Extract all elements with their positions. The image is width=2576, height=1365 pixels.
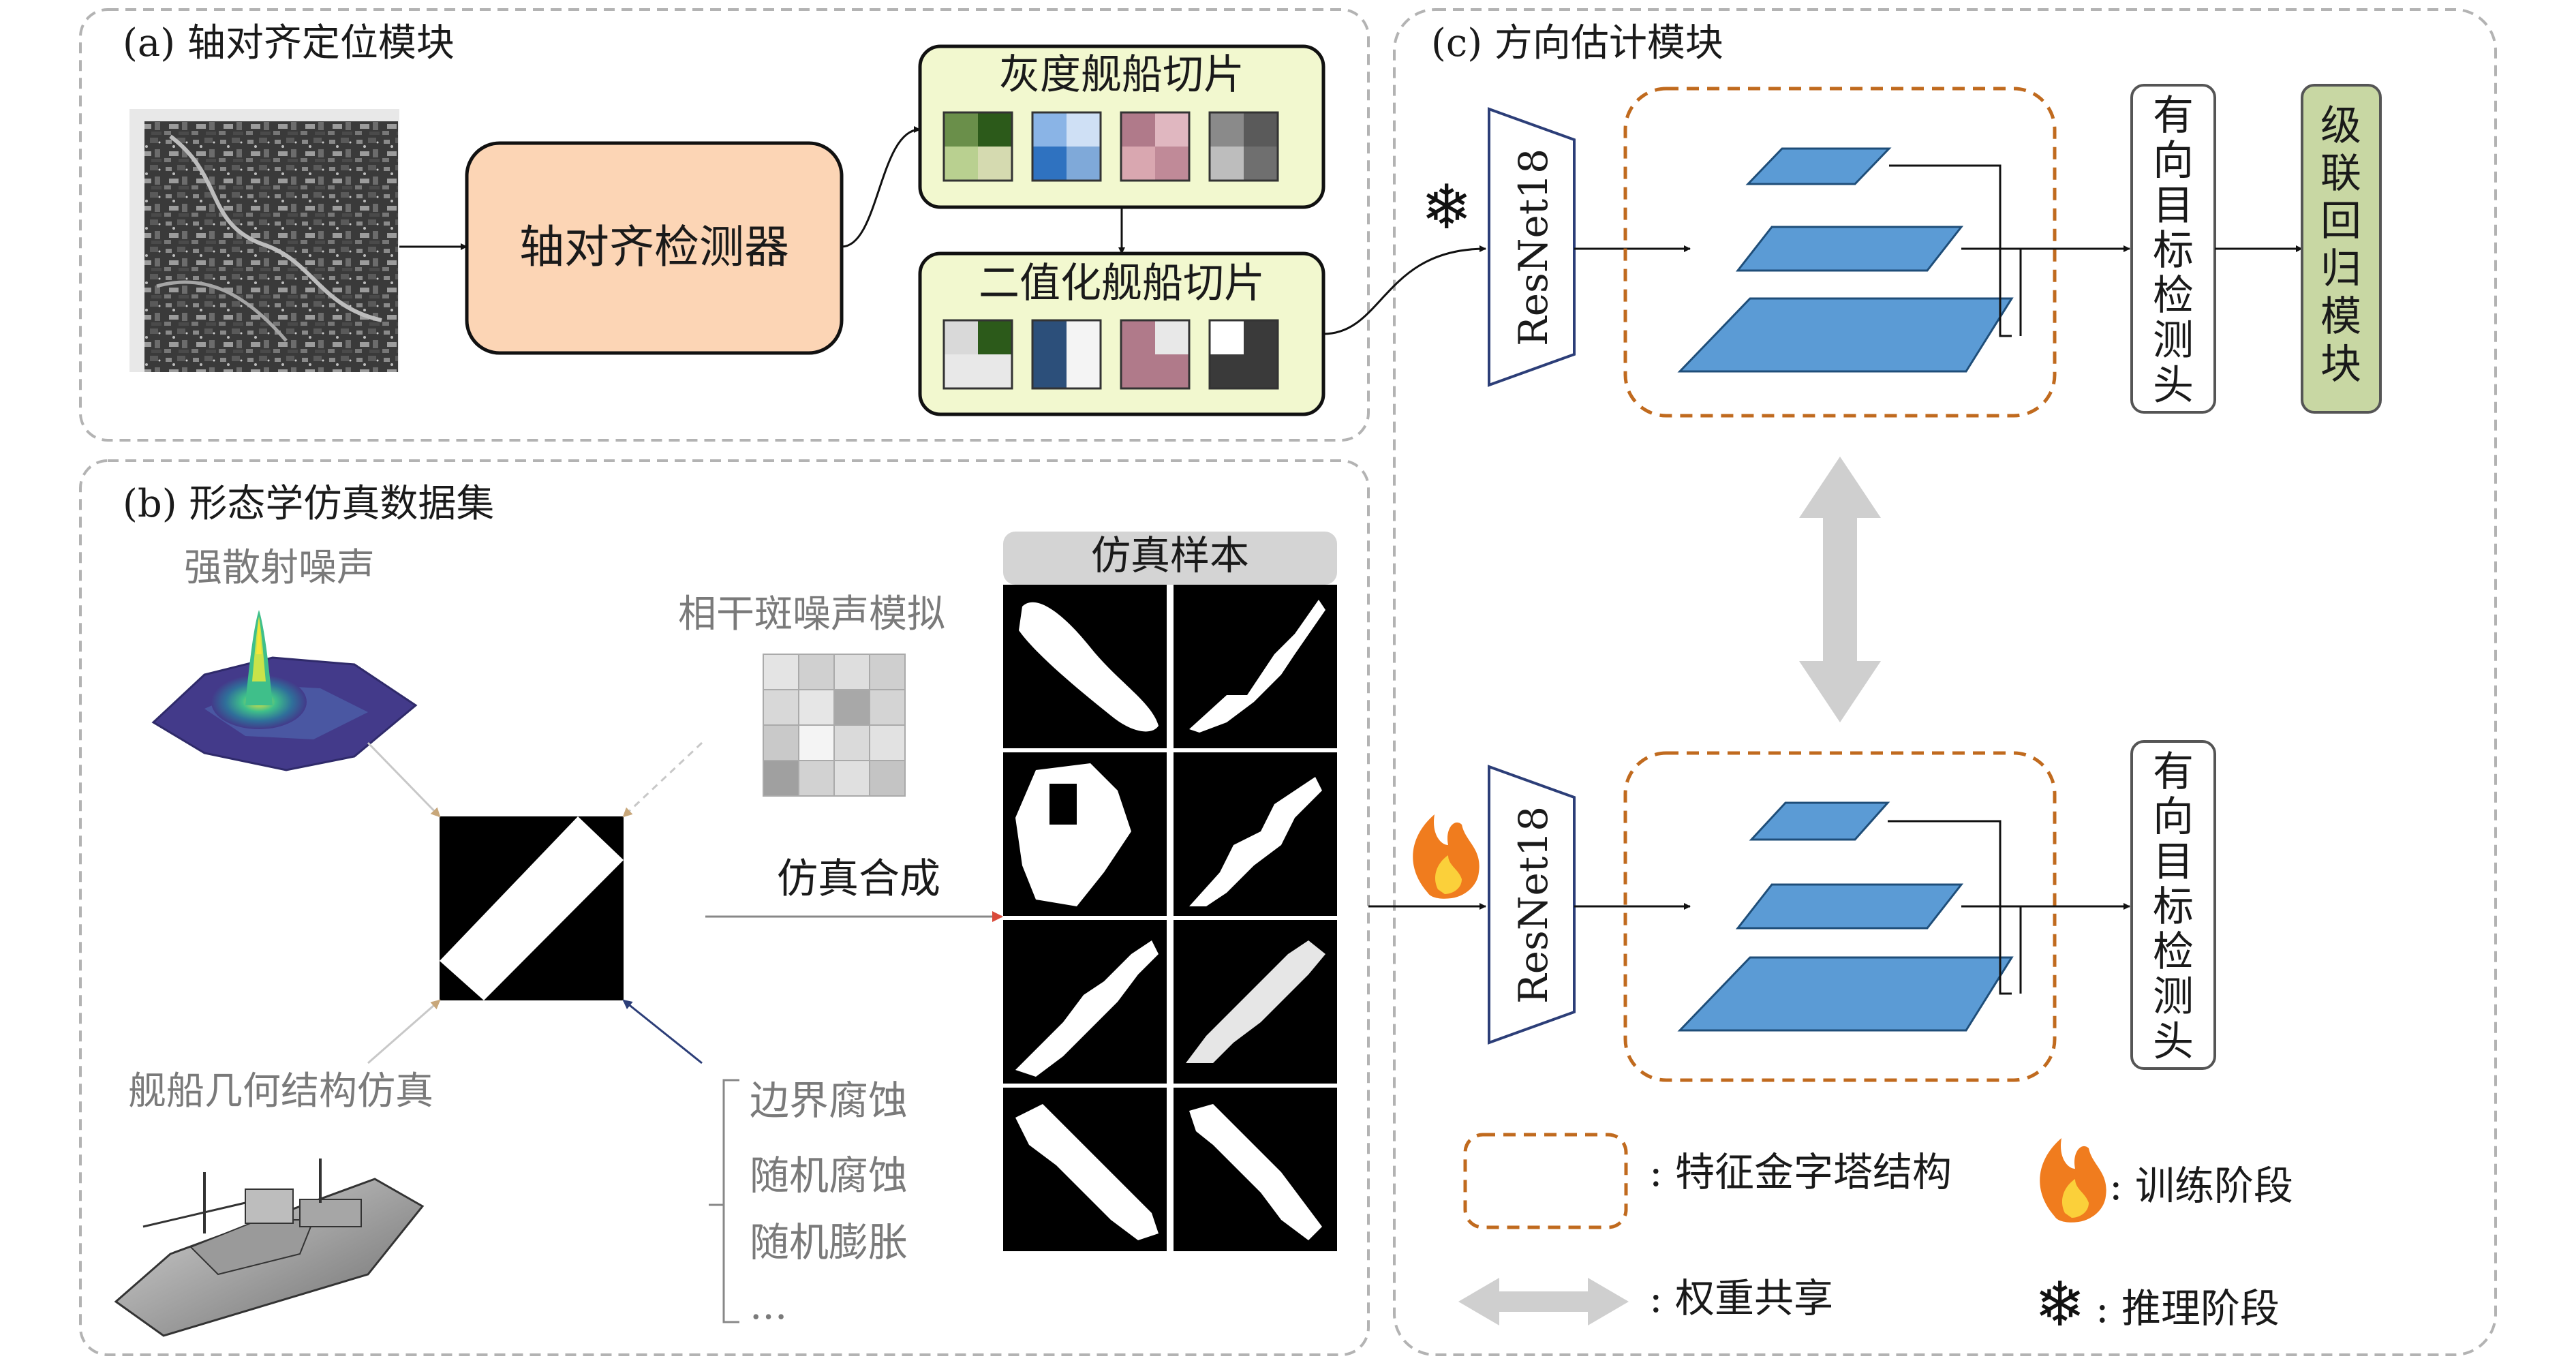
- cascade-text: 级 联 回 归 模 块: [2320, 102, 2361, 388]
- resnet-backbone-top: [1488, 107, 1576, 387]
- axis-aligned-detector-label: 轴对齐检测器: [519, 221, 789, 273]
- strong-scatter-surface-plot: [151, 610, 418, 771]
- svg-text:头: 头: [2153, 362, 2194, 410]
- legend-train-label: : 训练阶段: [2109, 1163, 2293, 1209]
- svg-text:目: 目: [2153, 182, 2194, 230]
- svg-text:联: 联: [2320, 150, 2361, 198]
- gray-slice-tiles: [942, 111, 1279, 182]
- op-random-erosion: 随机腐蚀: [750, 1152, 908, 1199]
- legend-share-label: : 权重共享: [1649, 1275, 1833, 1321]
- strong-scatter-label: 强散射噪声: [184, 546, 375, 590]
- svg-text:向: 向: [2153, 793, 2194, 841]
- fpn-box-bottom: [1623, 751, 2057, 1082]
- svg-text:头: 头: [2153, 1018, 2194, 1066]
- snowflake-icon: ❄: [1421, 172, 1472, 243]
- ship-mask-square: [440, 816, 624, 1000]
- svg-text:向: 向: [2153, 137, 2194, 185]
- svg-text:测: 测: [2153, 317, 2194, 365]
- op-random-dilation: 随机膨胀: [750, 1219, 908, 1266]
- binary-slices-label: 二值化舰船切片: [979, 260, 1265, 307]
- panel-b-title: (b) 形态学仿真数据集: [123, 482, 494, 526]
- op-boundary-erosion: 边界腐蚀: [750, 1077, 908, 1124]
- legend-fire-icon: [2040, 1138, 2106, 1223]
- svg-text:标: 标: [2153, 883, 2194, 931]
- ship-3d-model: [114, 1159, 425, 1337]
- fpn-box-top: [1623, 87, 2057, 418]
- resnet-backbone-bottom: [1488, 765, 1576, 1045]
- axis-aligned-detector: [465, 141, 844, 355]
- legend-fpn-swatch: [1463, 1133, 1628, 1229]
- oriented-head-bottom-text: 有 向 目 标 检 测 头: [2153, 748, 2194, 1066]
- svg-text:目: 目: [2153, 838, 2194, 886]
- svg-text:块: 块: [2320, 341, 2361, 388]
- panel-b-border: [79, 459, 1370, 1356]
- oriented-head-bottom: [2130, 740, 2216, 1070]
- oriented-head-top-text: 有 向 目 标 检 测 头: [2153, 92, 2194, 410]
- svg-text:级: 级: [2320, 102, 2361, 150]
- panel-c-title: (c) 方向估计模块: [1431, 21, 1723, 65]
- svg-text:有: 有: [2153, 748, 2194, 796]
- binary-slice-tiles: [942, 319, 1279, 390]
- svg-text:标: 标: [2153, 227, 2194, 275]
- legend-share-arrow: [1458, 1278, 1629, 1325]
- geometry-label: 舰船几何结构仿真: [128, 1069, 433, 1114]
- synthesis-label: 仿真合成: [777, 855, 940, 903]
- svg-text:测: 测: [2153, 973, 2194, 1021]
- svg-text:检: 检: [2153, 928, 2194, 976]
- svg-text:回: 回: [2320, 198, 2361, 245]
- svg-text:有: 有: [2153, 92, 2194, 140]
- gray-slices-label: 灰度舰船切片: [999, 51, 1244, 99]
- legend-snowflake-icon: ❄: [2034, 1269, 2085, 1340]
- fire-icon: [1413, 814, 1479, 899]
- svg-text:检: 检: [2153, 272, 2194, 320]
- resnet-label-top: ResNet18: [1510, 149, 1557, 346]
- sar-input-image: [129, 109, 399, 372]
- svg-text:归: 归: [2320, 245, 2361, 293]
- weight-sharing-arrow: [1799, 457, 1881, 722]
- samples-header: 仿真样本: [1091, 532, 1249, 579]
- legend-fpn-label: : 特征金字塔结构: [1649, 1149, 1952, 1195]
- panel-a-border: [79, 8, 1370, 442]
- speckle-label: 相干斑噪声模拟: [678, 592, 945, 637]
- speckle-grid: [763, 654, 906, 797]
- simulation-samples: 仿真样本: [1003, 532, 1337, 1251]
- cascade-regression-module: [2301, 84, 2382, 414]
- legend-infer-label: : 推理阶段: [2096, 1285, 2280, 1332]
- panel-a-title: (a) 轴对齐定位模块: [123, 21, 455, 65]
- op-ellipsis: ...: [750, 1282, 787, 1328]
- svg-text:模: 模: [2320, 293, 2361, 341]
- resnet-label-bottom: ResNet18: [1510, 806, 1557, 1004]
